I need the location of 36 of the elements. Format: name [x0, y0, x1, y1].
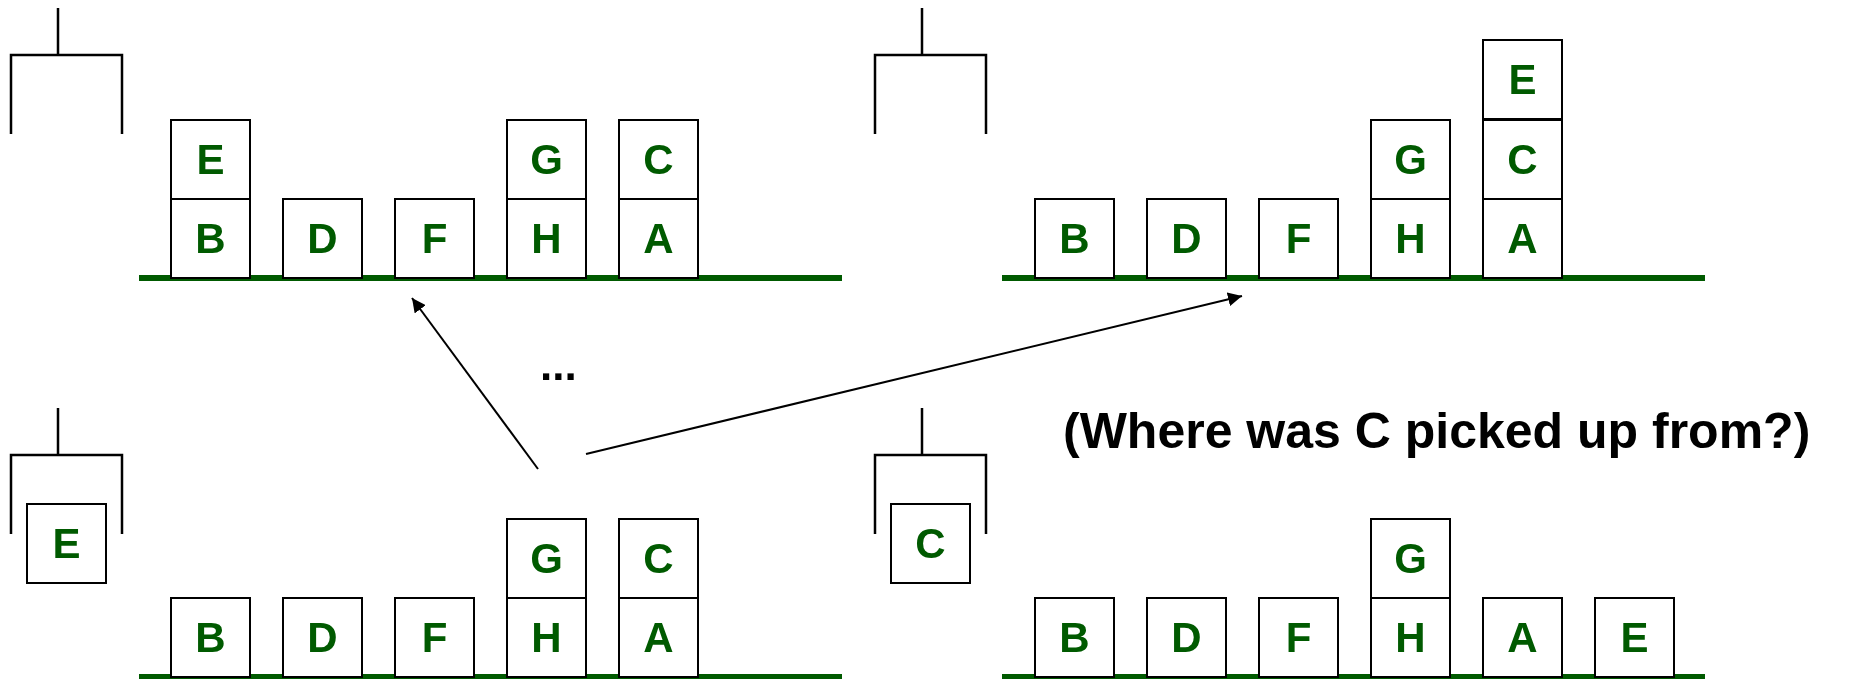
- block: C: [618, 119, 699, 200]
- block: F: [394, 597, 475, 678]
- block: G: [506, 119, 587, 200]
- block: G: [1370, 518, 1451, 599]
- block: E: [26, 503, 107, 584]
- block: A: [1482, 198, 1563, 279]
- block: B: [170, 198, 251, 279]
- arrow: [411, 297, 539, 470]
- block: F: [1258, 597, 1339, 678]
- block: C: [1482, 119, 1563, 200]
- ellipsis: ...: [540, 340, 577, 390]
- block: E: [1594, 597, 1675, 678]
- block: C: [618, 518, 699, 599]
- block: D: [282, 198, 363, 279]
- block: B: [1034, 597, 1115, 678]
- block: D: [1146, 597, 1227, 678]
- block: B: [170, 597, 251, 678]
- block: G: [1370, 119, 1451, 200]
- block: B: [1034, 198, 1115, 279]
- block: D: [282, 597, 363, 678]
- block: G: [506, 518, 587, 599]
- block: H: [506, 198, 587, 279]
- block: H: [1370, 198, 1451, 279]
- block: F: [394, 198, 475, 279]
- block: H: [506, 597, 587, 678]
- block: E: [170, 119, 251, 200]
- block: D: [1146, 198, 1227, 279]
- question-text: (Where was C picked up from?): [1063, 402, 1811, 460]
- block: A: [618, 597, 699, 678]
- block: C: [890, 503, 971, 584]
- block: A: [1482, 597, 1563, 678]
- block: E: [1482, 39, 1563, 120]
- block: A: [618, 198, 699, 279]
- arrow: [585, 292, 1243, 455]
- block: H: [1370, 597, 1451, 678]
- block: F: [1258, 198, 1339, 279]
